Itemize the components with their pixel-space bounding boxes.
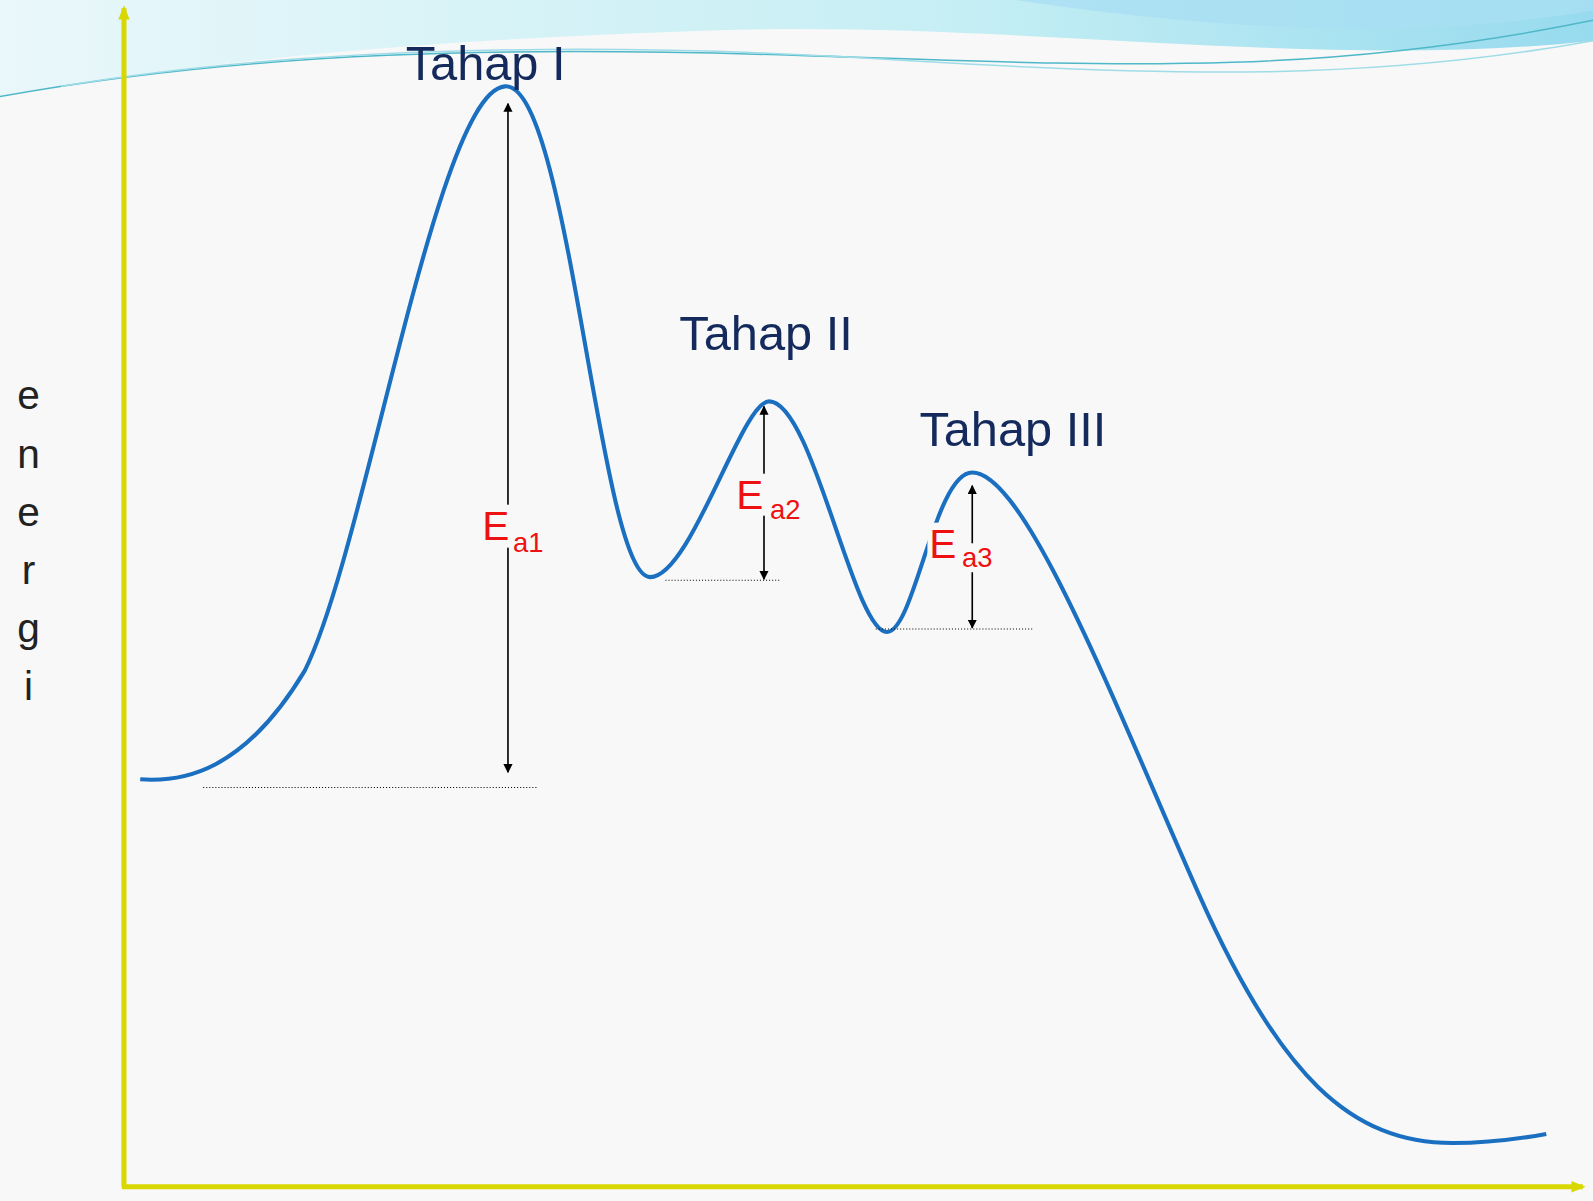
activation-subscript: a3 (960, 543, 995, 572)
activation-symbol: E (480, 505, 511, 548)
x-axis (122, 1184, 1583, 1189)
reference-lines (203, 580, 1034, 787)
activation-subscript: a1 (511, 528, 546, 557)
y-axis (121, 8, 126, 1187)
activation-subscript: a2 (768, 495, 803, 524)
stage-label: Tahap I (406, 39, 566, 88)
stage-label: Tahap III (919, 404, 1106, 453)
activation-symbol: E (734, 473, 765, 516)
activation-symbol: E (927, 522, 958, 565)
axis-title: energi (17, 366, 40, 715)
activation-arrows (508, 104, 972, 773)
energy-curve (140, 86, 1546, 1143)
stage-label: Tahap II (679, 309, 852, 358)
top-wave (0, 0, 1593, 97)
